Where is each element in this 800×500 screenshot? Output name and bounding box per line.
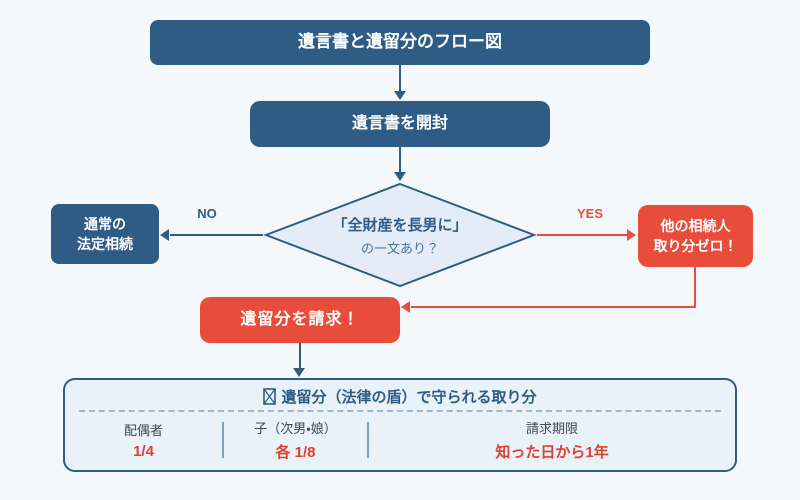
normal-inheritance-line2: 法定相続 bbox=[77, 236, 133, 252]
zero-share-line1: 他の相続人 bbox=[660, 217, 731, 234]
panel-col-spouse: 配偶者 1/4 bbox=[65, 418, 222, 462]
arrowhead-down-icon bbox=[394, 172, 406, 181]
normal-inheritance-line1: 通常の bbox=[84, 215, 126, 232]
flow-title-text: 遺言書と遺留分のフロー図 bbox=[298, 32, 502, 52]
connector-title-to-open bbox=[399, 65, 401, 91]
node-zero-share: 他の相続人 取り分ゼロ！ bbox=[638, 205, 753, 267]
children-label: 子（次男・娘） bbox=[254, 421, 337, 436]
zero-share-line2: 取り分ゼロ！ bbox=[653, 238, 738, 254]
spouse-label: 配偶者 bbox=[123, 423, 163, 438]
arrowhead-left-icon bbox=[401, 301, 410, 313]
reserved-share-panel: 遺留分（法律の盾）で守られる取り分 配偶者 1/4 子（次男・娘） 各 1/8 … bbox=[63, 378, 737, 472]
children-value: 各 1/8 bbox=[275, 444, 316, 461]
panel-dashed-divider bbox=[79, 410, 721, 412]
node-claim-reserved-share: 遺留分を請求！ bbox=[200, 297, 400, 343]
column-divider bbox=[222, 422, 224, 458]
diamond-shape bbox=[263, 182, 537, 288]
connector-zero-share-to-claim bbox=[411, 306, 696, 308]
panel-title: 遺留分（法律の盾）で守られる取り分 bbox=[281, 388, 537, 406]
panel-columns: 配偶者 1/4 子（次男・娘） 各 1/8 請求期限 知った日から1年 bbox=[65, 412, 735, 470]
claim-text: 遺留分を請求！ bbox=[240, 311, 360, 329]
arrowhead-left-icon bbox=[160, 229, 169, 241]
decision-line2: の一文あり？ bbox=[360, 240, 439, 256]
panel-col-children: 子（次男・娘） 各 1/8 bbox=[224, 418, 367, 462]
decision-text: 「全財産を長男に」 の一文あり？ bbox=[263, 182, 537, 288]
deadline-value: 知った日から1年 bbox=[495, 444, 609, 461]
connector-zero-share-down bbox=[694, 267, 696, 308]
decision-line1: 「全財産を長男に」 bbox=[332, 216, 468, 234]
missing-glyph-icon bbox=[263, 387, 277, 405]
open-will-text: 遺言書を開封 bbox=[351, 115, 448, 133]
panel-col-deadline: 請求期限 知った日から1年 bbox=[369, 418, 735, 462]
arrowhead-down-icon bbox=[394, 91, 406, 100]
arrowhead-right-icon bbox=[627, 229, 636, 241]
node-open-will: 遺言書を開封 bbox=[250, 101, 550, 147]
node-normal-inheritance: 通常の 法定相続 bbox=[51, 204, 159, 264]
connector-open-to-decision bbox=[399, 147, 401, 172]
column-divider bbox=[367, 422, 369, 458]
node-flow-title: 遺言書と遺留分のフロー図 bbox=[150, 20, 650, 65]
arrowhead-down-icon bbox=[293, 368, 305, 377]
no-branch-label: NO bbox=[197, 206, 217, 221]
connector-decision-to-yes bbox=[537, 234, 627, 236]
yes-branch-label: YES bbox=[576, 206, 603, 221]
connector-decision-to-no bbox=[170, 234, 263, 236]
deadline-label: 請求期限 bbox=[525, 421, 578, 436]
spouse-value: 1/4 bbox=[133, 443, 154, 460]
node-decision-diamond: 「全財産を長男に」 の一文あり？ bbox=[263, 182, 537, 288]
panel-header: 遺留分（法律の盾）で守られる取り分 bbox=[65, 380, 735, 408]
connector-claim-to-panel bbox=[299, 343, 301, 369]
